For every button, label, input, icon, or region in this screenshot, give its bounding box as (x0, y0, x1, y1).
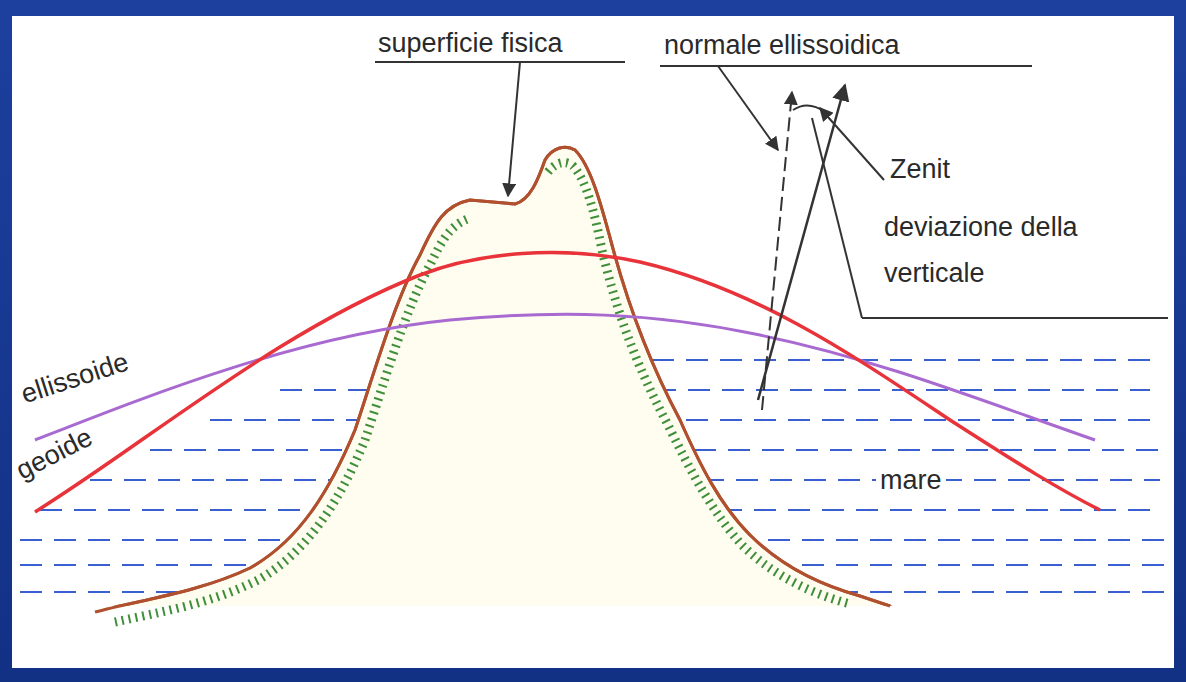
zenith-line (758, 85, 845, 400)
surface-label: superficie fisica (378, 26, 563, 60)
deflection-label: deviazione della verticale (884, 204, 1144, 296)
physical-surface (95, 147, 890, 640)
leader-lines (375, 62, 1168, 318)
sea-label: mare (876, 463, 946, 497)
geoid-label: geoide (10, 420, 98, 487)
geoid-curve (35, 253, 1100, 512)
hatching (115, 163, 850, 622)
surface-outline (95, 147, 890, 612)
ellipsoid-label: ellissoide (17, 345, 133, 412)
ellipsoid-curve (35, 314, 1095, 440)
ellipsoid-normal (762, 92, 792, 410)
zenith-label: Zenit (890, 152, 950, 186)
normal-label: normale ellissoidica (664, 28, 900, 62)
